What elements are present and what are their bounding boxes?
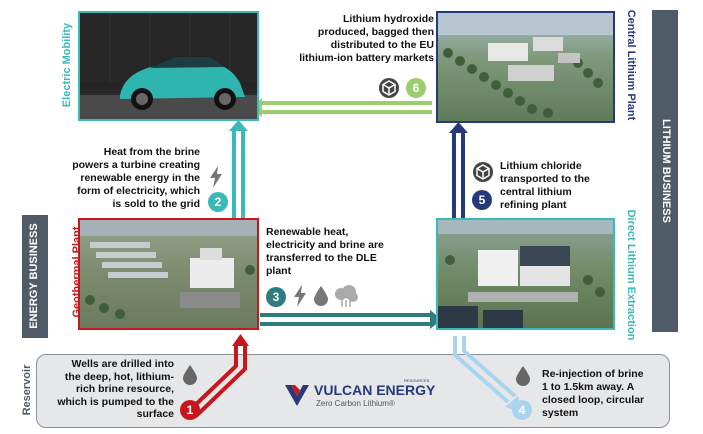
step4-badge: 4 [512,400,532,420]
step4-text: Re-injection of brine 1 to 1.5km away. A… [542,368,645,419]
step3-text: Renewable heat, electricity and brine ar… [266,226,384,277]
box-icon [378,77,400,104]
energy-business-bar [22,215,48,338]
arrow-step6 [250,98,432,117]
step2-badge: 2 [208,192,228,212]
arrow-step5 [449,122,468,220]
arrow-step3 [260,310,442,329]
vulcan-logo-mark [285,385,309,406]
step5-text: Lithium chloride transported to the cent… [500,160,590,211]
arrow-step4 [453,336,522,412]
arrow-step2 [229,120,248,218]
lithium-business-bar [652,10,678,332]
step3-badge: 3 [266,287,286,307]
step1-badge: 1 [180,400,200,420]
step6-badge: 6 [406,78,426,98]
step5-badge: 5 [472,190,492,210]
vulcan-energy-logo: RESOURCES VULCAN ENERGY Zero Carbon Lith… [284,378,436,412]
step1-text: Wells are drilled into the deep, hot, li… [57,358,174,420]
reservoir-panel [36,354,670,428]
lightning-icon [208,166,224,193]
logo-tagline: Zero Carbon Lithium® [316,399,395,408]
droplet-icon [314,286,328,311]
arrow-step1 [188,334,249,418]
step2-text: Heat from the brine powers a turbine cre… [72,146,200,210]
box-icon [472,161,494,188]
electric-mobility-label: Electric Mobility [61,22,73,108]
central-lithium-plant-photo [436,11,615,123]
steam-cloud-icon [334,285,358,312]
central-lithium-plant-label: Central Lithium Plant [625,9,637,121]
step6-text: Lithium hydroxide produced, bagged then … [299,13,434,64]
logo-name: VULCAN ENERGY [314,382,436,398]
dle-label: Direct Lithium Extraction [625,209,637,341]
dle-plant-photo [436,218,615,330]
droplet-icon [183,365,197,390]
lightning-icon [292,285,308,312]
geothermal-plant-label: Geothermal Plant [71,226,83,318]
electric-mobility-photo [78,11,259,121]
geothermal-plant-photo [78,218,259,330]
logo-small-text: RESOURCES [404,378,430,383]
droplet-icon [516,366,530,391]
